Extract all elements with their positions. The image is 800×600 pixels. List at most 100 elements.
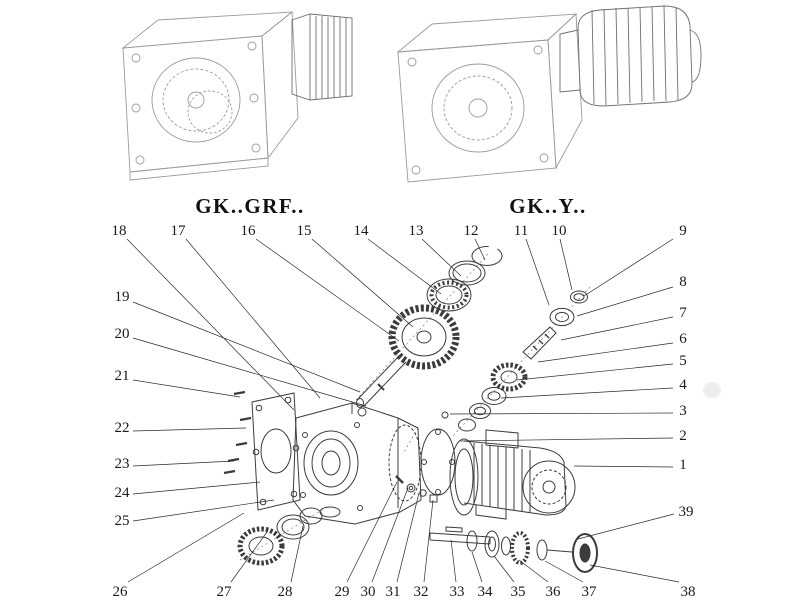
fan-cover <box>522 460 576 514</box>
leader-line-25 <box>132 499 275 522</box>
shaft-bearing <box>484 530 500 558</box>
leader-line-12 <box>474 238 486 261</box>
part-number-37: 37 <box>582 584 598 600</box>
leader-line-4 <box>500 387 674 399</box>
front-bore-circle <box>151 57 241 143</box>
leader-line-20 <box>132 337 367 407</box>
leader-line-30 <box>371 487 409 583</box>
part-number-36: 36 <box>546 584 562 600</box>
motor <box>449 429 576 520</box>
leader-line-36 <box>518 559 549 583</box>
leader-line-24 <box>132 481 261 495</box>
leader-line-1 <box>573 465 674 468</box>
finned-input-cover <box>291 13 353 101</box>
leader-line-31 <box>396 492 420 583</box>
motor-flange <box>449 438 479 516</box>
part-number-11: 11 <box>514 223 528 239</box>
leader-line-23 <box>132 460 235 467</box>
leader-line-17 <box>185 238 321 399</box>
leader-line-7 <box>560 316 674 341</box>
leader-line-26 <box>127 512 245 583</box>
part-number-25: 25 <box>115 513 130 529</box>
input-pinion-shaft <box>522 326 557 360</box>
assembly-axis-lines <box>239 253 591 561</box>
part-number-7: 7 <box>679 305 687 321</box>
part-number-1: 1 <box>679 457 687 473</box>
part-number-35: 35 <box>511 584 526 600</box>
part-number-17: 17 <box>171 223 187 239</box>
gear-housing <box>292 402 449 525</box>
part-number-26: 26 <box>113 584 129 600</box>
leader-line-28 <box>290 525 304 583</box>
part-number-21: 21 <box>115 368 130 384</box>
bottom-seal-group <box>237 507 323 566</box>
vent-plug <box>441 411 449 419</box>
washer <box>481 387 507 405</box>
key-block <box>429 494 438 503</box>
overview-drawing-gkgrf <box>121 11 353 181</box>
model-label-gky: GK..Y.. <box>509 194 586 218</box>
part-number-32: 32 <box>414 584 429 600</box>
part-number-22: 22 <box>115 420 130 436</box>
plug <box>419 489 427 497</box>
bottom-gear <box>237 526 285 566</box>
part-number-34: 34 <box>478 584 494 600</box>
part-number-2: 2 <box>679 428 687 444</box>
leader-line-10 <box>559 238 573 291</box>
output-shaft-assembly <box>429 526 598 573</box>
output-bearing <box>426 278 472 312</box>
leader-line-8 <box>576 286 674 317</box>
shim-ring <box>448 260 486 286</box>
part-number-15: 15 <box>297 223 312 239</box>
leader-line-15 <box>311 238 414 328</box>
part-number-29: 29 <box>335 584 350 600</box>
leader-line-16 <box>255 238 400 342</box>
input-shaft-stack <box>458 290 588 432</box>
part-number-23: 23 <box>115 456 130 472</box>
leader-line-39 <box>577 513 675 540</box>
part-number-33: 33 <box>450 584 465 600</box>
oil-seal <box>276 514 310 540</box>
leader-line-32 <box>423 499 434 583</box>
part-number-28: 28 <box>278 584 293 600</box>
part-number-24: 24 <box>115 485 131 501</box>
snap-ring <box>471 246 503 266</box>
part-number-4: 4 <box>679 377 687 393</box>
terminal-box <box>485 429 519 449</box>
motor-fins <box>473 443 531 512</box>
input-bearing <box>549 307 575 327</box>
shaft-spacer <box>501 536 511 556</box>
motor-foot <box>475 505 507 520</box>
spacer-ring <box>469 403 491 419</box>
shaft <box>429 532 491 545</box>
part-number-27: 27 <box>217 584 233 600</box>
adapter-ring <box>420 428 456 496</box>
flange-bolts <box>223 390 252 475</box>
output-gear-stack <box>388 246 503 370</box>
bolt <box>395 475 404 484</box>
leader-line-18 <box>126 238 295 411</box>
seal-ring-small <box>458 418 476 432</box>
part-number-3: 3 <box>679 403 687 419</box>
model-label-gkgrf: GK..GRF.. <box>195 194 305 218</box>
pulley <box>572 533 598 573</box>
leader-line-11 <box>525 238 550 306</box>
bevel-gear <box>388 304 460 370</box>
leader-line-5 <box>516 363 674 381</box>
part-number-10: 10 <box>552 223 567 239</box>
leader-line-29 <box>346 481 398 583</box>
part-number-5: 5 <box>679 353 687 369</box>
part-number-14: 14 <box>354 223 370 239</box>
leader-line-14 <box>367 238 442 295</box>
motor-finned-body <box>559 5 702 107</box>
overview-drawing-gky <box>396 5 702 183</box>
washer-small <box>406 483 416 493</box>
leader-line-35 <box>493 555 515 583</box>
part-number-39: 39 <box>679 504 694 520</box>
input-gear <box>490 362 528 392</box>
smudge-artifact <box>703 382 721 398</box>
leader-line-33 <box>450 539 457 583</box>
